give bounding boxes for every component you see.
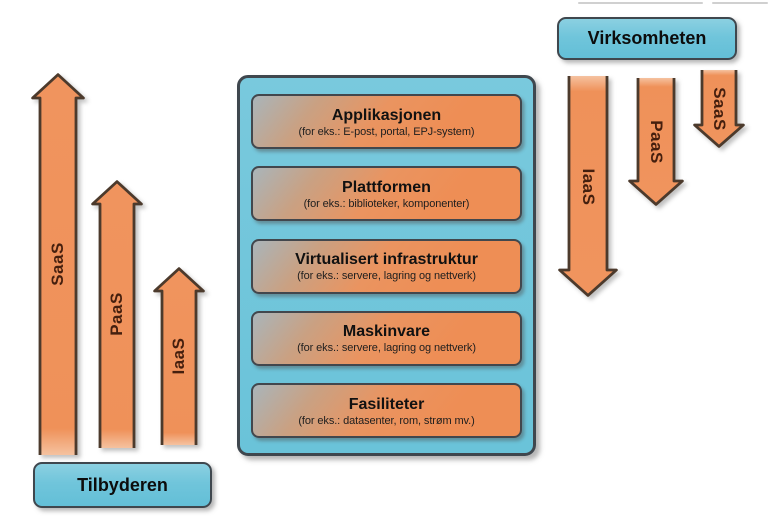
provider-iaas-arrow-label: IaaS	[169, 337, 188, 375]
provider-iaas-up-arrow-icon: IaaS	[153, 267, 205, 445]
layer-subtitle: (for eks.: biblioteker, komponenter)	[303, 197, 470, 210]
enterprise-paas-arrow-label: PaaS	[647, 120, 666, 164]
layer-plattformen: Plattformen (for eks.: biblioteker, komp…	[251, 166, 522, 222]
layer-maskinvare: Maskinvare (for eks.: servere, lagring o…	[251, 310, 522, 366]
layer-fasiliteter: Fasiliteter (for eks.: datasenter, rom, …	[251, 383, 522, 438]
layer-title: Fasiliteter	[348, 395, 425, 413]
enterprise-box: Virksomheten	[557, 17, 737, 60]
enterprise-paas-down-arrow-icon: PaaS	[628, 78, 684, 206]
layer-subtitle: (for eks.: E-post, portal, EPJ-system)	[298, 125, 475, 138]
enterprise-saas-arrow-label: SaaS	[710, 87, 729, 131]
layer-title: Maskinvare	[342, 323, 431, 341]
divider-line	[712, 2, 768, 4]
provider-saas-up-arrow-icon: SaaS	[31, 73, 85, 455]
layer-subtitle: (for eks.: servere, lagring og nettverk)	[297, 270, 476, 282]
layer-subtitle: (for eks.: servere, lagring og nettverk)	[297, 342, 476, 355]
layer-applikasjonen: Applikasjonen (for eks.: E-post, portal,…	[251, 94, 522, 149]
layer-title: Applikasjonen	[331, 106, 442, 124]
enterprise-saas-down-arrow-icon: SaaS	[693, 70, 745, 148]
provider-box-label: Tilbyderen	[77, 474, 168, 495]
layer-title: Plattformen	[342, 178, 431, 196]
provider-paas-up-arrow-icon: PaaS	[91, 180, 143, 448]
divider-line	[578, 2, 703, 4]
enterprise-iaas-down-arrow-icon: IaaS	[558, 76, 618, 297]
stack-panel: Applikasjonen (for eks.: E-post, portal,…	[237, 75, 536, 456]
layer-subtitle: (for eks.: datasenter, rom, strøm mv.)	[298, 414, 475, 427]
provider-paas-arrow-label: PaaS	[107, 292, 126, 336]
layer-title: Virtualisert infrastruktur	[295, 251, 478, 268]
layer-virtualisert-infrastruktur: Virtualisert infrastruktur (for eks.: se…	[251, 238, 522, 294]
enterprise-iaas-arrow-label: IaaS	[579, 168, 598, 205]
provider-box: Tilbyderen	[33, 462, 212, 508]
enterprise-box-label: Virksomheten	[587, 28, 707, 48]
provider-saas-arrow-label: SaaS	[48, 242, 67, 286]
